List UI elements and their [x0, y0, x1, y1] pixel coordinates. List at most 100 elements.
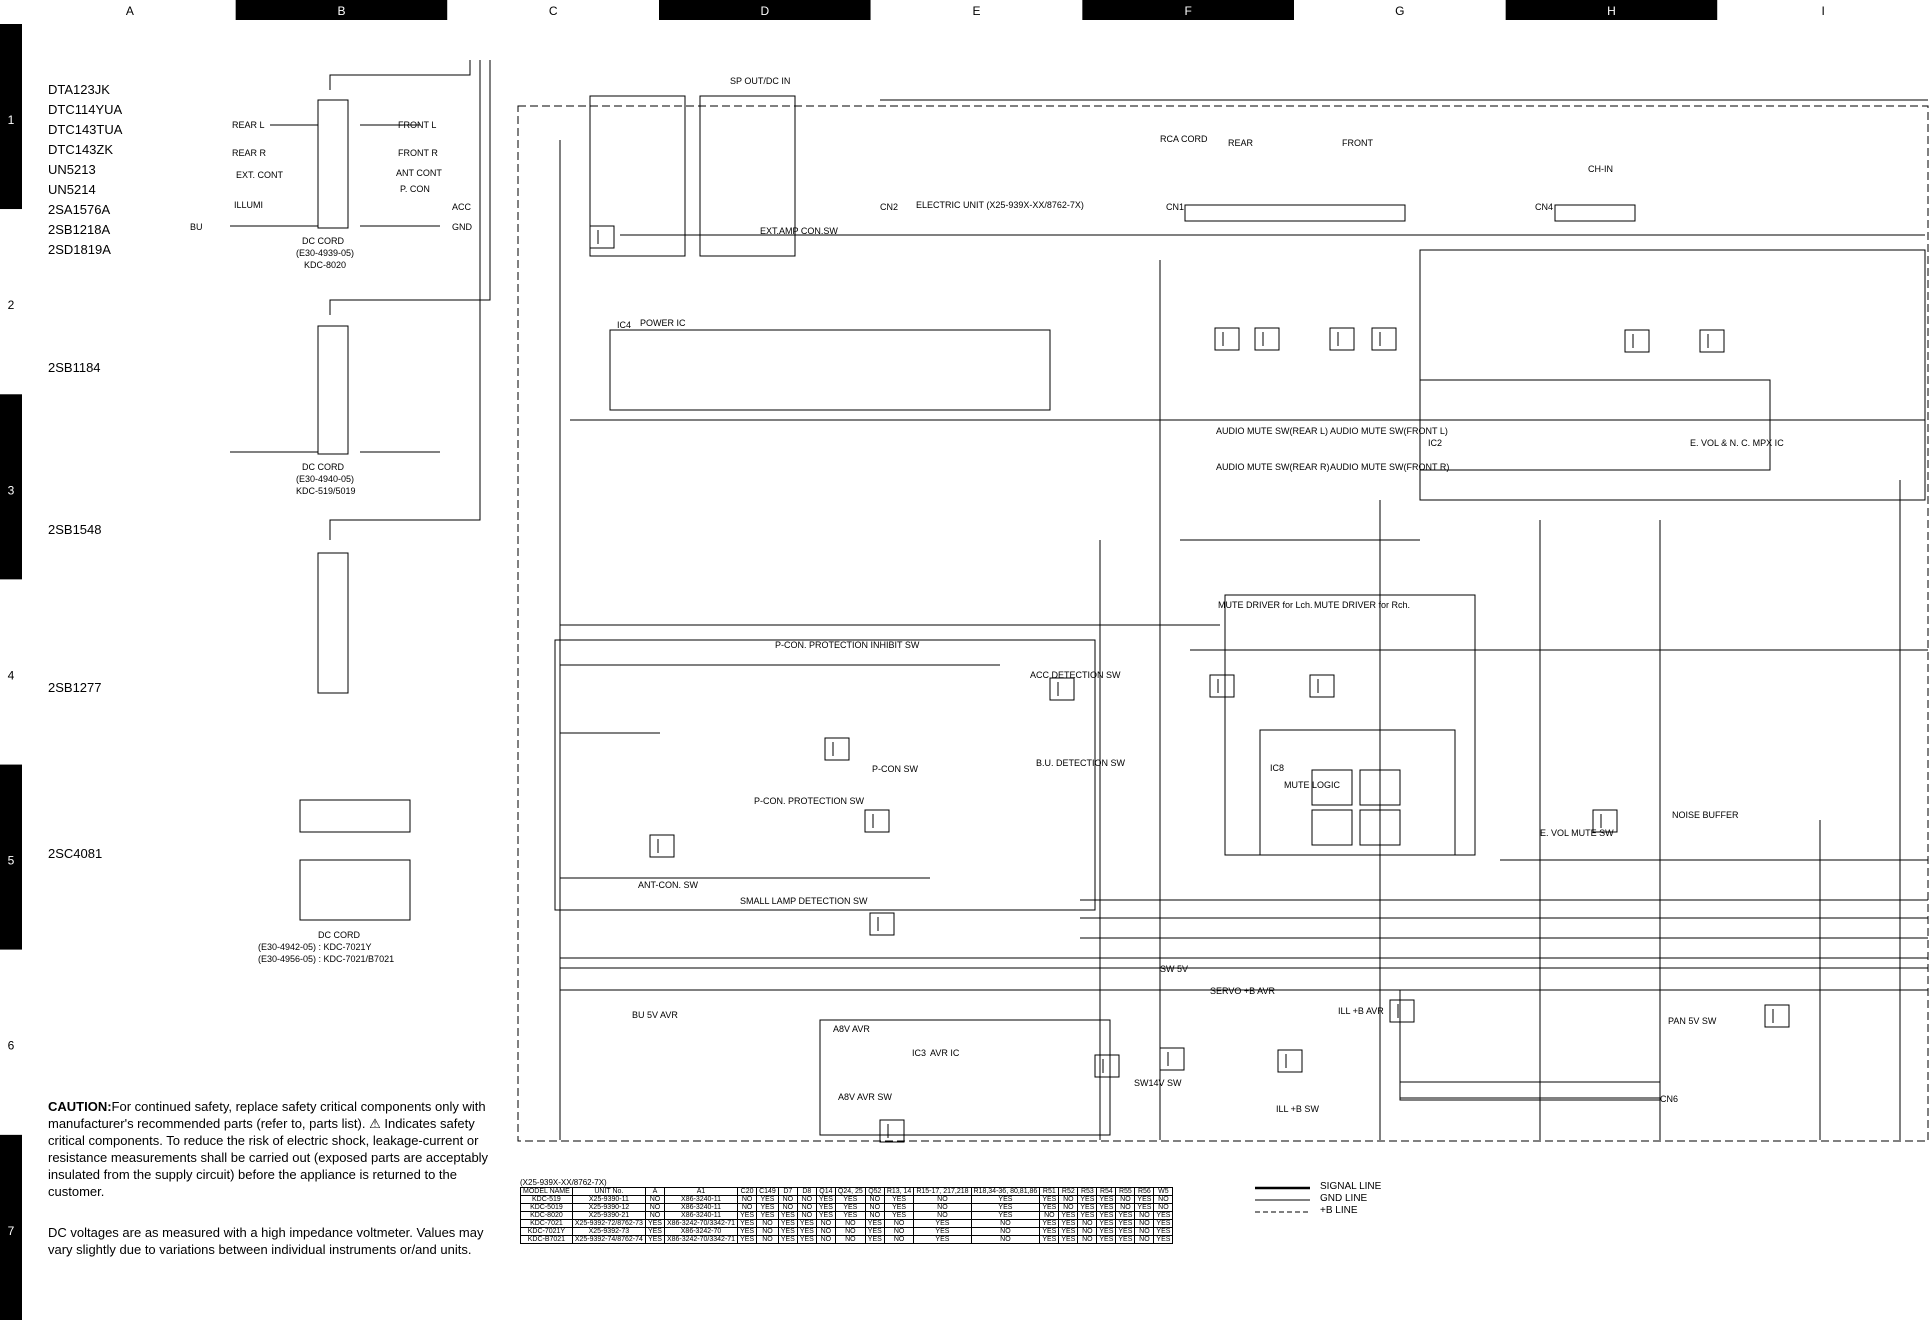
table-cell: YES — [796, 1235, 817, 1244]
transistor-symbol — [869, 912, 895, 936]
table-header-cell: UNIT No. — [571, 1187, 646, 1196]
table-header-cell: R13, 14 — [883, 1187, 915, 1196]
transistor-type: DTC143ZK — [48, 142, 114, 157]
table-cell: YES — [644, 1235, 665, 1244]
table-cell: NO — [864, 1195, 885, 1204]
line-legend: SIGNAL LINE GND LINE +B LINE — [1320, 1181, 1381, 1217]
table-header-cell: Q24, 25 — [834, 1187, 866, 1196]
table-cell: NO — [1134, 1219, 1155, 1228]
transistor-symbol — [1699, 329, 1725, 353]
transistor-symbol — [1329, 327, 1355, 351]
ic4-power-ic — [609, 329, 1051, 411]
transistor-type: 2SC4081 — [48, 846, 103, 861]
table-cell: YES — [1039, 1227, 1060, 1236]
table-cell: YES — [834, 1203, 866, 1212]
table-cell: NO — [815, 1227, 836, 1236]
column-label: D — [760, 4, 769, 18]
table-cell: YES — [913, 1227, 972, 1236]
table-cell: NO — [796, 1211, 817, 1220]
table-cell: NO — [777, 1203, 798, 1212]
table-header-cell: A1 — [663, 1187, 739, 1196]
table-header-cell: D7 — [777, 1187, 798, 1196]
table-caption: (X25-939X-XX/8762-7X) — [520, 1178, 607, 1187]
table-cell: NO — [883, 1227, 915, 1236]
table-cell: YES — [1039, 1235, 1060, 1244]
transistor-symbol — [1764, 1004, 1790, 1028]
table-cell: NO — [864, 1203, 885, 1212]
table-cell: KDC-B7021 — [520, 1235, 573, 1244]
cord-p-con: P. CON — [400, 184, 430, 194]
transistor-type: 2SA1576A — [48, 202, 111, 217]
table-cell: YES — [777, 1235, 798, 1244]
row-label: 3 — [8, 483, 15, 497]
table-cell: KDC-7021Y — [520, 1227, 573, 1236]
transistor-type: 2SB1277 — [48, 680, 102, 695]
table-cell: X25-9392-73 — [571, 1227, 646, 1236]
ic3-label: IC3 — [912, 1048, 927, 1058]
column-band-cell — [1505, 0, 1718, 20]
table-cell: NO — [1058, 1203, 1079, 1212]
transistor-type: UN5214 — [48, 182, 96, 197]
transistor-type: 2SD1819A — [48, 242, 111, 257]
table-header-cell: MODEL NAME — [520, 1187, 573, 1196]
transistor-type: 2SB1218A — [48, 222, 111, 237]
transistor-type: DTA123JK — [48, 82, 110, 97]
table-cell: YES — [756, 1195, 779, 1204]
table-cell: YES — [1115, 1211, 1136, 1220]
transistor-type: DTC143TUA — [48, 122, 123, 137]
table-cell: YES — [644, 1227, 665, 1236]
table-cell: NO — [1058, 1195, 1079, 1204]
legend-plusb: +B LINE — [1320, 1205, 1358, 1216]
table-header-cell: C149 — [756, 1187, 779, 1196]
caution-note: CAUTION:For continued safety, replace sa… — [48, 1098, 508, 1200]
transistor-type: UN5213 — [48, 162, 96, 177]
table-cell: NO — [815, 1219, 836, 1228]
table-cell: YES — [1039, 1203, 1060, 1212]
table-header-cell: R54 — [1096, 1187, 1117, 1196]
table-cell: NO — [1077, 1235, 1098, 1244]
column-label: F — [1184, 4, 1191, 18]
ic4-label: IC4 — [617, 320, 632, 330]
cn1-label: CN1 — [1166, 202, 1185, 212]
table-cell: YES — [777, 1219, 798, 1228]
table-cell: KDC-519 — [520, 1195, 573, 1204]
table-cell: NO — [1153, 1195, 1174, 1204]
cord-bu: BU — [190, 222, 203, 232]
cord-ext-cont: EXT. CONT — [236, 170, 284, 180]
table-cell: NO — [796, 1195, 817, 1204]
transistor-symbol — [1277, 1049, 1303, 1073]
transistor-symbol — [1592, 809, 1618, 833]
transistor-symbol — [1094, 1054, 1120, 1078]
avr-ic-label: AVR IC — [930, 1048, 960, 1058]
table-cell: YES — [1096, 1203, 1117, 1212]
cn4-label: CN4 — [1535, 202, 1554, 212]
ant-con-label: ANT-CON. SW — [638, 880, 698, 890]
table-cell: KDC-8020 — [520, 1211, 573, 1220]
column-label: B — [337, 4, 345, 18]
transistor-symbol — [1309, 674, 1335, 698]
table-cell: YES — [1134, 1195, 1155, 1204]
table-cell: NO — [756, 1235, 779, 1244]
ext-amp-label: EXT.AMP CON.SW — [760, 226, 838, 236]
sw14v-label: SW14V SW — [1134, 1078, 1182, 1088]
table-cell: NO — [777, 1195, 798, 1204]
legend-gnd: GND LINE — [1320, 1193, 1368, 1204]
table-cell: YES — [1077, 1203, 1098, 1212]
row-band-cell — [0, 209, 22, 395]
row-band-cell — [0, 24, 22, 210]
transistor-symbol — [649, 834, 675, 858]
table-cell: YES — [796, 1227, 817, 1236]
table-cell: X86-3242-70 — [663, 1227, 739, 1236]
ill-avr-label: ILL +B AVR — [1338, 1006, 1384, 1016]
table-cell: YES — [834, 1211, 866, 1220]
table-cell: X86-3240-11 — [663, 1203, 739, 1212]
table-cell: YES — [644, 1219, 665, 1228]
table-cell: NO — [913, 1211, 972, 1220]
table-cell: YES — [1115, 1227, 1136, 1236]
table-cell: YES — [834, 1195, 866, 1204]
